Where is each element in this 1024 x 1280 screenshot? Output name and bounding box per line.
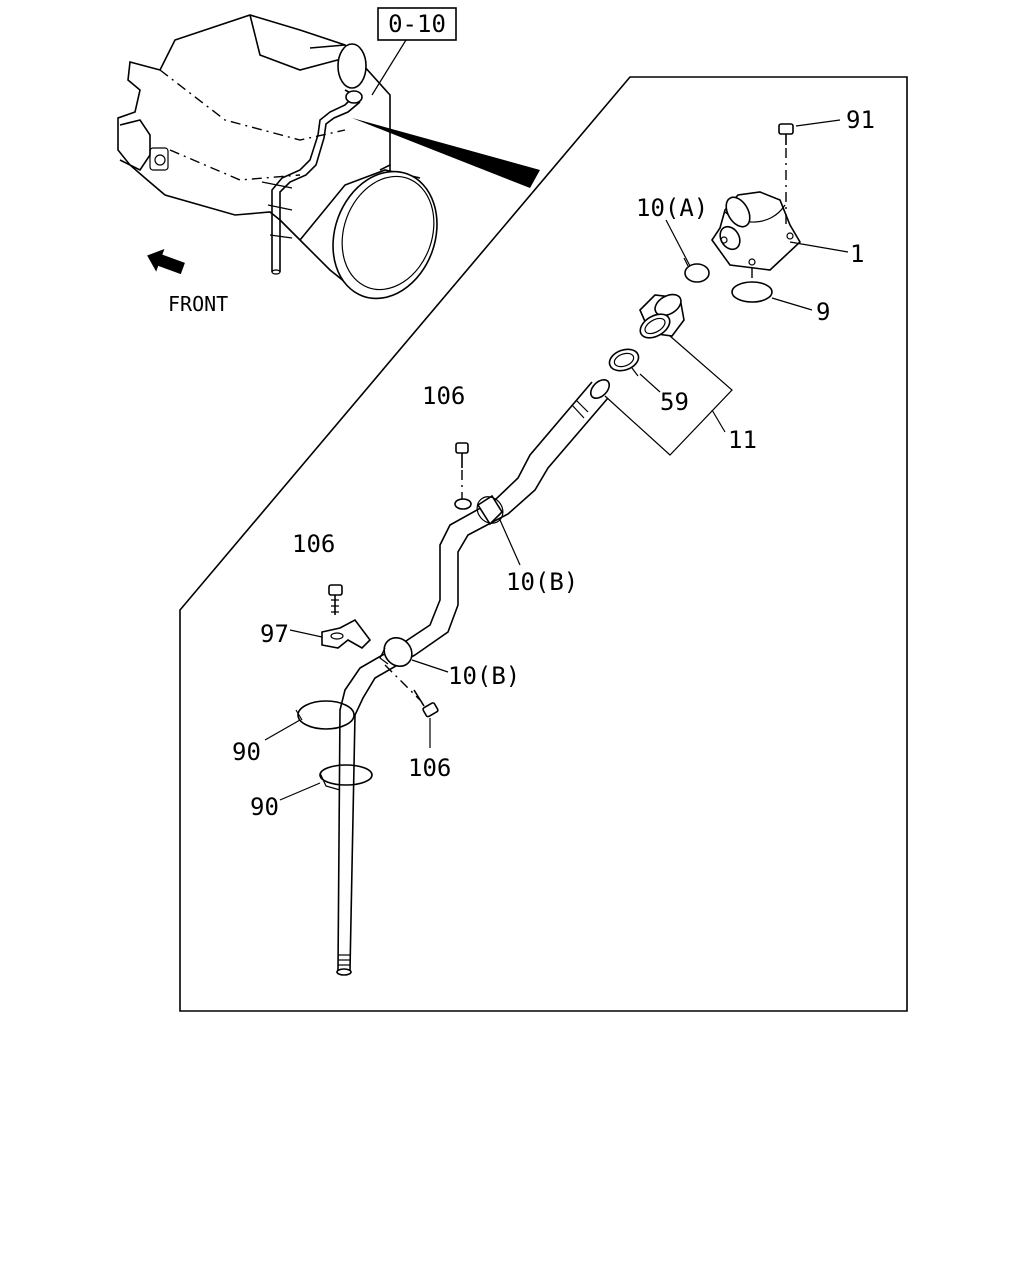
bolt-106-mid xyxy=(328,584,343,615)
front-label: FRONT xyxy=(168,292,228,316)
callout-90-lower: 90 xyxy=(250,793,279,821)
clamp-10a xyxy=(683,257,710,283)
engine-overview xyxy=(117,14,540,300)
clamp-90-lower xyxy=(319,764,373,791)
callout-1: 1 xyxy=(850,240,864,268)
callout-9: 9 xyxy=(816,298,830,326)
reference-box: 0-10 xyxy=(371,7,457,96)
callout-10a: 10(A) xyxy=(636,194,708,222)
callout-106-mid: 106 xyxy=(292,530,335,558)
callout-97: 97 xyxy=(260,620,289,648)
callout-91: 91 xyxy=(846,106,875,134)
callout-90-upper: 90 xyxy=(232,738,261,766)
bolt-91 xyxy=(778,123,794,225)
callout-10b-lower: 10(B) xyxy=(448,662,520,690)
bracket-97 xyxy=(321,618,372,649)
detail-frame xyxy=(179,76,908,1012)
callout-59: 59 xyxy=(660,388,689,416)
bolt-106-low xyxy=(384,664,439,718)
front-indicator: FRONT xyxy=(147,249,228,316)
callout-106-low: 106 xyxy=(408,754,451,782)
hose-segment xyxy=(639,293,685,339)
gasket-9 xyxy=(731,281,773,303)
reference-box-label: 0-10 xyxy=(388,10,446,38)
callout-106-top: 106 xyxy=(422,382,465,410)
breather-pipe xyxy=(336,378,611,976)
leader-lines xyxy=(264,119,849,801)
clamp-59 xyxy=(608,348,640,377)
callout-10b-upper: 10(B) xyxy=(506,568,578,596)
clamp-10b-lower xyxy=(379,636,413,668)
clamp-10b-upper xyxy=(476,494,504,526)
bolt-106-top xyxy=(454,442,472,510)
clamp-90-upper xyxy=(295,700,355,730)
cap-housing xyxy=(711,191,802,271)
callout-11: 11 xyxy=(728,426,757,454)
